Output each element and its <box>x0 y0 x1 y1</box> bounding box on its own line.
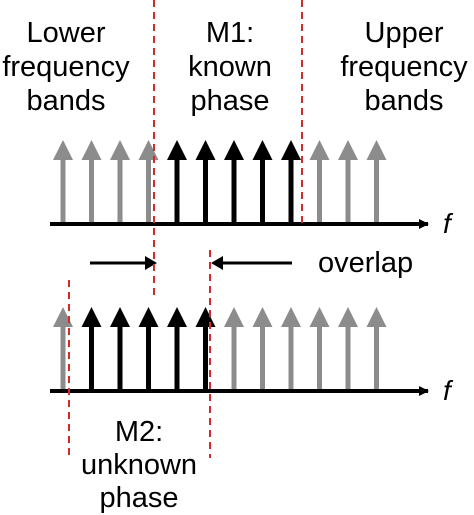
arrow-head <box>110 140 130 160</box>
spectral-component-arrow <box>110 307 130 391</box>
overlap-arrow-right-head <box>145 256 157 270</box>
arrow-head <box>138 140 159 160</box>
m2-label-line2: unknown <box>81 449 197 481</box>
spectral-component-arrow <box>366 140 387 224</box>
spectral-component-arrow <box>281 140 301 224</box>
spectral-component-arrow <box>81 307 102 391</box>
arrow-head <box>53 140 73 160</box>
arrow-head <box>138 307 159 327</box>
arrow-head <box>309 307 330 327</box>
arrow-head <box>252 307 273 327</box>
axis-symbol-top: f <box>443 208 454 239</box>
arrow-head <box>281 140 301 160</box>
arrow-head <box>110 307 130 327</box>
spectral-component-arrow <box>81 140 102 224</box>
arrow-head <box>224 140 244 160</box>
arrow-head <box>338 307 358 327</box>
axis-symbol-bottom: f <box>443 375 454 406</box>
lower-bands-label-line3: bands <box>26 85 105 117</box>
arrow-head <box>167 307 187 327</box>
spectral-component-arrow <box>338 140 358 224</box>
upper-bands-label-line3: bands <box>364 85 443 117</box>
arrow-head <box>195 307 216 327</box>
arrow-head <box>338 140 358 160</box>
spectral-component-arrow <box>138 140 159 224</box>
spectral-component-arrow <box>224 140 244 224</box>
spectral-component-arrow <box>338 307 358 391</box>
spectral-component-arrow <box>195 307 216 391</box>
spectral-component-arrow <box>110 140 130 224</box>
spectral-component-arrow <box>252 307 273 391</box>
m1-label-line1: M1: <box>206 17 254 49</box>
spectrum-bottom <box>53 307 387 391</box>
arrow-head <box>81 307 102 327</box>
m2-label-line3: phase <box>99 482 178 514</box>
arrow-head <box>281 307 301 327</box>
lower-bands-label-line1: Lower <box>27 17 106 49</box>
spectral-component-arrow <box>252 140 273 224</box>
spectrum-top <box>53 140 387 224</box>
spectral-component-arrow <box>366 307 387 391</box>
spectral-component-arrow <box>309 307 330 391</box>
spectral-component-arrow <box>281 307 301 391</box>
arrow-head <box>195 140 216 160</box>
spectral-component-arrow <box>195 140 216 224</box>
m1-label-line3: phase <box>190 85 269 117</box>
lower-bands-label-line2: frequency <box>2 51 130 83</box>
arrow-head <box>81 140 102 160</box>
arrow-head <box>252 140 273 160</box>
overlap-arrow-left-head <box>211 256 223 270</box>
spectral-component-arrow <box>309 140 330 224</box>
arrow-head <box>167 140 187 160</box>
spectral-component-arrow <box>53 140 73 224</box>
spectral-component-arrow <box>167 140 187 224</box>
arrow-head <box>366 140 387 160</box>
m2-label-line1: M2: <box>115 416 163 448</box>
spectral-component-arrow <box>138 307 159 391</box>
arrow-head <box>309 140 330 160</box>
arrow-head <box>224 307 244 327</box>
upper-bands-label-line1: Upper <box>365 17 444 49</box>
arrow-head <box>366 307 387 327</box>
overlap-label: overlap <box>318 247 413 279</box>
spectral-component-arrow <box>167 307 187 391</box>
upper-bands-label-line2: frequency <box>340 51 468 83</box>
spectral-component-arrow <box>224 307 244 391</box>
m1-label-line2: known <box>188 51 272 83</box>
